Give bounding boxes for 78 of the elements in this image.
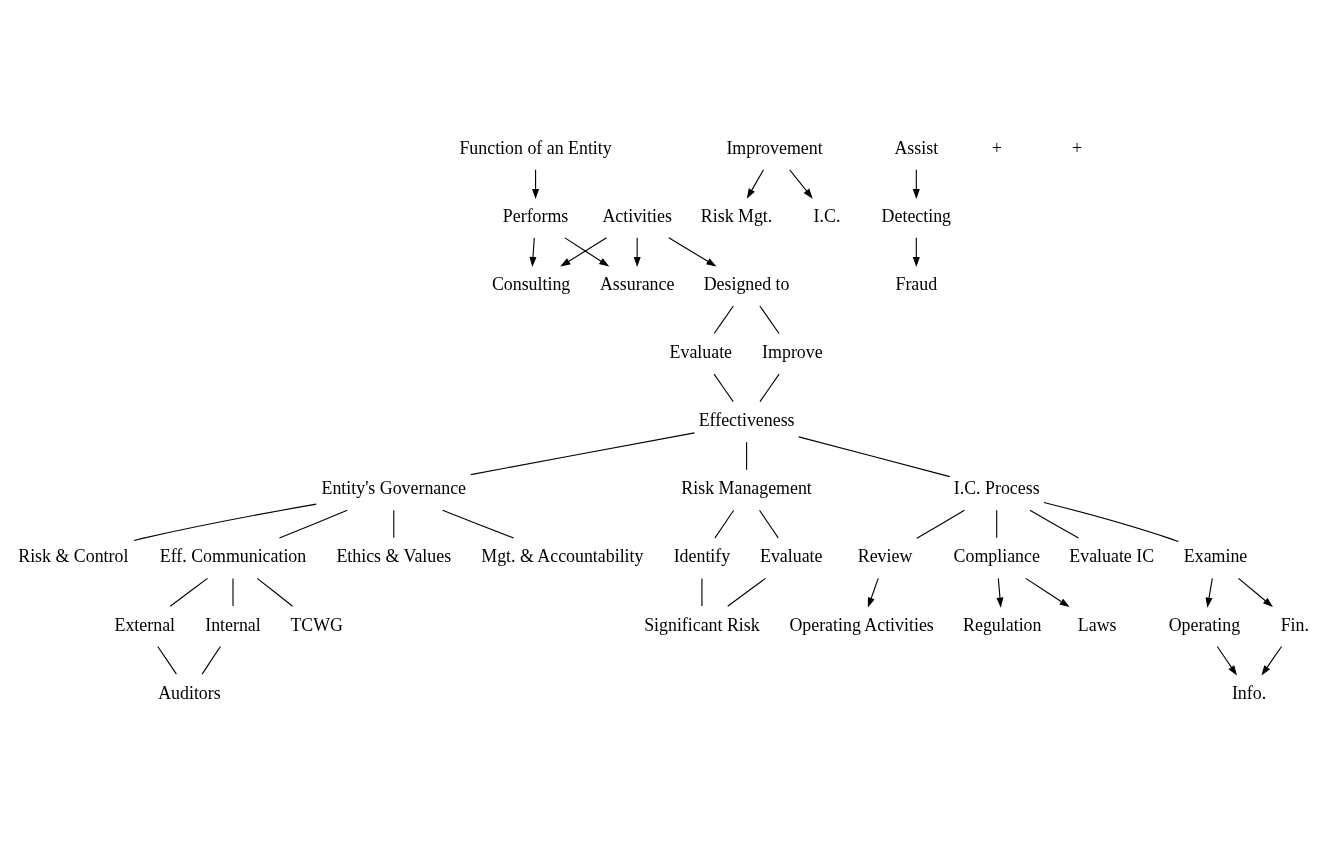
connector bbox=[996, 509, 998, 538]
node-text: Mgt. & Accountability bbox=[481, 545, 644, 566]
connector bbox=[916, 509, 965, 539]
node-text: I.C. Process bbox=[953, 477, 1040, 498]
connector bbox=[713, 373, 734, 402]
node-text: Compliance bbox=[953, 545, 1040, 566]
arrow bbox=[529, 236, 537, 267]
node-text: External bbox=[114, 614, 176, 635]
connector bbox=[470, 431, 696, 475]
arrow bbox=[912, 168, 920, 199]
connector bbox=[157, 645, 177, 675]
node-text: Designed to bbox=[703, 273, 790, 294]
arrow bbox=[867, 577, 879, 608]
node-text: Improve bbox=[762, 341, 823, 362]
arrow bbox=[1216, 645, 1237, 675]
connector bbox=[727, 577, 766, 607]
label: + bbox=[991, 137, 1002, 158]
connector bbox=[714, 509, 735, 538]
node-text: Detecting bbox=[881, 205, 952, 226]
node-text: Function of an Entity bbox=[459, 137, 612, 158]
node-text: Internal bbox=[205, 614, 261, 635]
node-text: Improvement bbox=[726, 137, 823, 158]
node-text: Consulting bbox=[491, 273, 571, 294]
node-text: Performs bbox=[502, 205, 569, 226]
arrow bbox=[746, 168, 765, 199]
connector bbox=[759, 373, 780, 402]
node-text: Evaluate IC bbox=[1069, 545, 1155, 566]
node-text: Activities bbox=[602, 205, 672, 226]
node-text: Operating Activities bbox=[789, 614, 934, 635]
node-text: I.C. bbox=[813, 205, 841, 226]
connector bbox=[442, 509, 515, 539]
connector bbox=[759, 304, 780, 334]
node-text: Effectiveness bbox=[698, 409, 795, 430]
connector bbox=[1029, 509, 1080, 539]
node-text: Auditors bbox=[158, 682, 221, 703]
arrow bbox=[633, 236, 641, 267]
node-text: TCWG bbox=[290, 614, 344, 635]
arrow bbox=[789, 168, 813, 199]
connector bbox=[278, 509, 348, 539]
node-text: Operating bbox=[1168, 614, 1241, 635]
arrow bbox=[1261, 645, 1283, 675]
node-text: Assist bbox=[894, 137, 939, 158]
node-text: Evaluate bbox=[669, 341, 733, 362]
node-text: Risk Mgt. bbox=[700, 205, 773, 226]
node-text: Laws bbox=[1077, 614, 1117, 635]
node-text: Risk Management bbox=[681, 477, 812, 498]
connector bbox=[201, 645, 221, 675]
connector bbox=[798, 435, 951, 477]
label: + bbox=[1072, 137, 1083, 158]
node-text: Assurance bbox=[599, 273, 675, 294]
node-text: Examine bbox=[1183, 545, 1248, 566]
connector bbox=[169, 577, 209, 607]
node-text: Fin. bbox=[1280, 614, 1309, 635]
arrow bbox=[996, 577, 1004, 608]
node-text: Info. bbox=[1231, 682, 1267, 703]
connector bbox=[713, 304, 734, 334]
connector bbox=[256, 577, 294, 607]
arrow bbox=[532, 168, 540, 199]
node-text: Evaluate bbox=[760, 545, 823, 566]
connector bbox=[746, 441, 748, 470]
node-text: Significant Risk bbox=[644, 614, 760, 635]
node-text: Fraud bbox=[895, 273, 938, 294]
connector bbox=[133, 503, 317, 541]
node-text: Risk & Control bbox=[18, 545, 129, 566]
connector bbox=[1043, 501, 1179, 542]
arrow bbox=[1025, 577, 1070, 607]
connector bbox=[393, 509, 395, 538]
node-text: Regulation bbox=[963, 614, 1042, 635]
node-text: Ethics & Values bbox=[336, 545, 452, 566]
node-text: Eff. Communication bbox=[159, 545, 307, 566]
arrow bbox=[1237, 577, 1273, 607]
arrow bbox=[1205, 577, 1213, 608]
node-text: Review bbox=[857, 545, 913, 566]
node-text: Identify bbox=[673, 545, 731, 566]
node-text: Entity's Governance bbox=[321, 477, 467, 498]
connector bbox=[758, 509, 779, 538]
arrow bbox=[912, 236, 920, 267]
arrow bbox=[668, 236, 717, 267]
